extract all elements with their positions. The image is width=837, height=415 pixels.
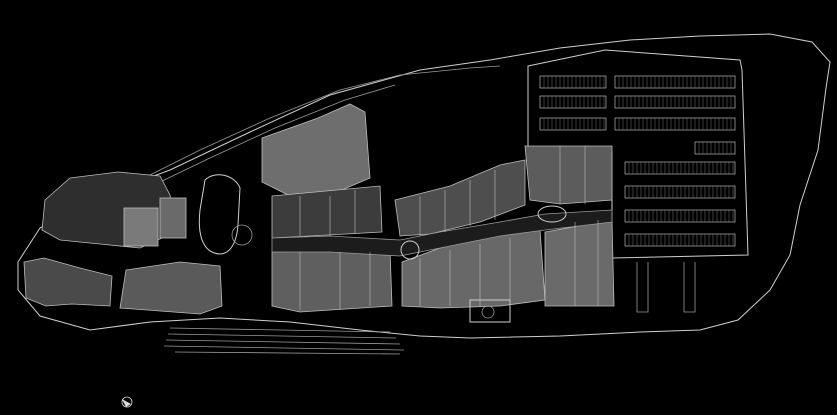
parking-row	[624, 233, 736, 247]
ramp-left	[636, 262, 649, 313]
parking-lot	[527, 49, 749, 313]
oval-atrium	[198, 174, 241, 255]
south-entrance	[469, 299, 511, 323]
mall-building	[23, 103, 615, 323]
east-shops-north	[524, 145, 613, 205]
west-wing-2	[119, 261, 223, 315]
ramp-right	[683, 262, 696, 313]
access-road	[149, 65, 501, 176]
unit-dividers	[299, 146, 599, 310]
parking-row	[539, 117, 607, 131]
west-wing	[23, 257, 113, 307]
northwest-court-2	[159, 197, 187, 239]
parking-stalls	[539, 75, 736, 247]
parking-row	[624, 161, 736, 175]
main-corridor	[271, 209, 613, 257]
east-atrium	[537, 205, 567, 223]
northwest-court	[123, 207, 159, 247]
parking-row	[539, 95, 607, 109]
site-boundary	[17, 33, 831, 339]
north-block	[261, 103, 371, 197]
parking-row	[624, 209, 736, 223]
corridor-rotunda	[400, 240, 420, 260]
access-road-edge	[159, 84, 396, 183]
south-plaza-steps	[163, 327, 405, 355]
south-entrance-court	[481, 305, 495, 319]
parking-row	[539, 75, 607, 89]
east-shops-south	[544, 219, 615, 307]
atrium-round	[231, 224, 253, 246]
parking-row	[624, 185, 736, 199]
north-arrow-icon	[121, 396, 133, 408]
middle-shops-north	[394, 159, 526, 237]
central-block	[271, 185, 383, 239]
south-central-block	[271, 249, 393, 313]
